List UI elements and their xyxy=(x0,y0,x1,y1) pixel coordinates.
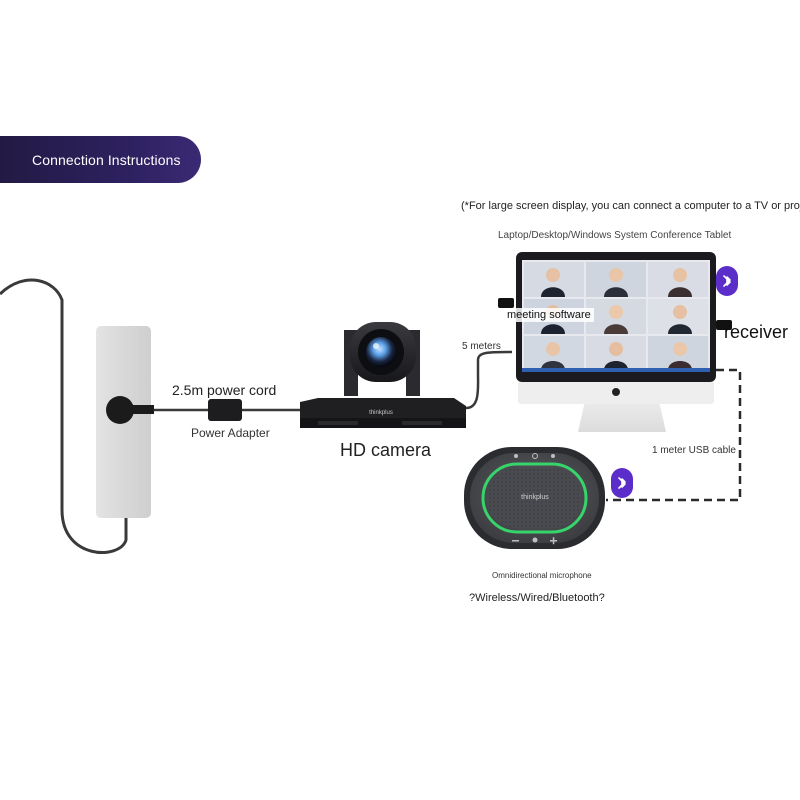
camera-base xyxy=(300,398,466,420)
receiver-label: receiver xyxy=(724,322,789,342)
large-screen-note: (*For large screen display, you can conn… xyxy=(461,200,800,212)
camera-brand-label: thinkplus xyxy=(369,410,393,416)
outlet-cable xyxy=(0,278,128,554)
cable-5m-label: 5 meters xyxy=(462,341,501,352)
section-title: Connection Instructions xyxy=(32,151,181,168)
meeting-software-label: meeting software xyxy=(504,308,594,322)
laptop-label: Laptop/Desktop/Windows System Conference… xyxy=(498,230,732,241)
receiver-dongle-right xyxy=(716,320,732,330)
power-cord-label: 2.5m power cord xyxy=(172,382,277,398)
usb-cable-dashed xyxy=(606,368,742,502)
power-adapter-label: Power Adapter xyxy=(191,426,270,440)
cable-5m xyxy=(465,350,513,410)
microphone-label: Omnidirectional microphone xyxy=(492,571,592,580)
section-header: Connection Instructions xyxy=(0,136,201,183)
power-adapter xyxy=(208,399,242,421)
hd-camera-label: HD camera xyxy=(340,440,432,460)
video-call-grid xyxy=(524,262,708,370)
microphone-modes-label: ?Wireless/Wired/Bluetooth? xyxy=(469,592,605,604)
speakerphone xyxy=(464,447,605,549)
receiver-dongle-left xyxy=(498,298,514,308)
power-plug xyxy=(106,396,134,424)
camera-lens xyxy=(366,337,396,367)
usb-cable-label: 1 meter USB cable xyxy=(652,445,736,456)
bluetooth-icon xyxy=(716,266,738,296)
mic-brand-label: thinkplus xyxy=(521,494,549,501)
bluetooth-icon xyxy=(611,468,633,498)
